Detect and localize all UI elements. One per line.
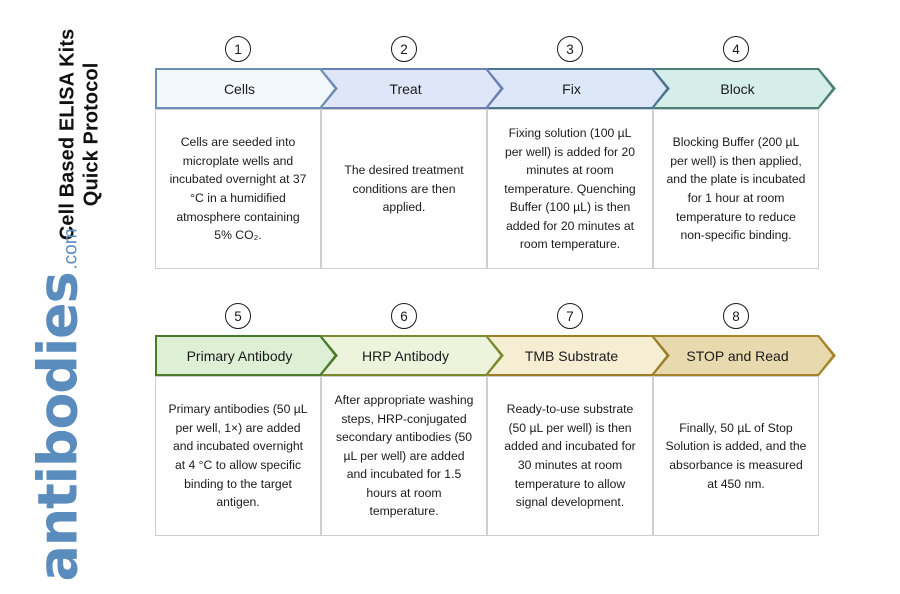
step-description-box-4: Blocking Buffer (200 µL per well) is the… [653, 109, 819, 269]
step-description-text-7: Ready-to-use substrate (50 µL per well) … [504, 402, 636, 510]
row-2-descriptions: Primary antibodies (50 µL per well, 1×) … [155, 376, 845, 536]
step-number-5: 5 [225, 303, 251, 329]
step-chevron-2[interactable]: Treat [321, 68, 504, 109]
step-description-box-8: Finally, 50 µL of Stop Solution is added… [653, 376, 819, 536]
step-description-box-7: Ready-to-use substrate (50 µL per well) … [487, 376, 653, 536]
step-description-box-2: The desired treatment conditions are the… [321, 109, 487, 269]
step-description-box-5: Primary antibodies (50 µL per well, 1×) … [155, 376, 321, 536]
step-description-text-6: After appropriate washing steps, HRP-con… [334, 393, 474, 519]
process-row-2: 5 6 7 8 Primary Antibody HRP Antibody TMB Sub… [155, 303, 845, 536]
logo-wordmark: antibodies [26, 272, 90, 582]
step-description-text-2: The desired treatment conditions are the… [344, 163, 464, 215]
row-1-chevrons: Cells Treat Fix Block [155, 68, 845, 109]
step-chevron-3[interactable]: Fix [487, 68, 670, 109]
step-chevron-6[interactable]: HRP Antibody [321, 335, 504, 376]
step-chevron-7[interactable]: TMB Substrate [487, 335, 670, 376]
step-label-8: STOP and Read [686, 347, 789, 364]
step-number-7: 7 [557, 303, 583, 329]
process-row-1: 1 2 3 4 Cells Treat Fix Block Cells are seeded… [155, 36, 845, 269]
page-title-line-2: Quick Protocol [81, 62, 103, 207]
row-2-chevrons: Primary Antibody HRP Antibody TMB Substrat… [155, 335, 845, 376]
row-1-number-strip: 1 2 3 4 [155, 36, 845, 68]
step-chevron-1[interactable]: Cells [155, 68, 338, 109]
step-description-box-6: After appropriate washing steps, HRP-con… [321, 376, 487, 536]
step-number-1: 1 [225, 36, 251, 62]
step-description-text-5: Primary antibodies (50 µL per well, 1×) … [168, 402, 308, 510]
step-number-6: 6 [391, 303, 417, 329]
step-description-box-1: Cells are seeded into microplate wells a… [155, 109, 321, 269]
logo-tld: .com [60, 228, 82, 270]
step-number-2: 2 [391, 36, 417, 62]
row-1-descriptions: Cells are seeded into microplate wells a… [155, 109, 845, 269]
step-number-3: 3 [557, 36, 583, 62]
step-label-6: HRP Antibody [362, 347, 449, 364]
step-description-text-4: Blocking Buffer (200 µL per well) is the… [666, 135, 806, 243]
left-rail: Cell Based ELISA Kits Quick Protocol ant… [0, 0, 155, 594]
step-label-4: Block [720, 80, 755, 97]
antibodies-logo[interactable]: antibodies.com [27, 228, 90, 581]
step-description-box-3: Fixing solution (100 µL per well) is add… [487, 109, 653, 269]
step-description-text-8: Finally, 50 µL of Stop Solution is added… [665, 420, 807, 491]
step-number-4: 4 [723, 36, 749, 62]
step-chevron-8[interactable]: STOP and Read [653, 335, 836, 376]
step-chevron-4[interactable]: Block [653, 68, 836, 109]
row-2-number-strip: 5 6 7 8 [155, 303, 845, 335]
step-label-1: Cells [223, 80, 256, 97]
step-label-5: Primary Antibody [186, 347, 293, 364]
step-label-2: Treat [389, 80, 422, 97]
step-description-text-3: Fixing solution (100 µL per well) is add… [504, 126, 636, 252]
step-number-8: 8 [723, 303, 749, 329]
step-chevron-5[interactable]: Primary Antibody [155, 335, 338, 376]
step-description-text-1: Cells are seeded into microplate wells a… [169, 135, 307, 243]
step-label-7: TMB Substrate [524, 347, 619, 364]
step-label-3: Fix [562, 80, 581, 97]
